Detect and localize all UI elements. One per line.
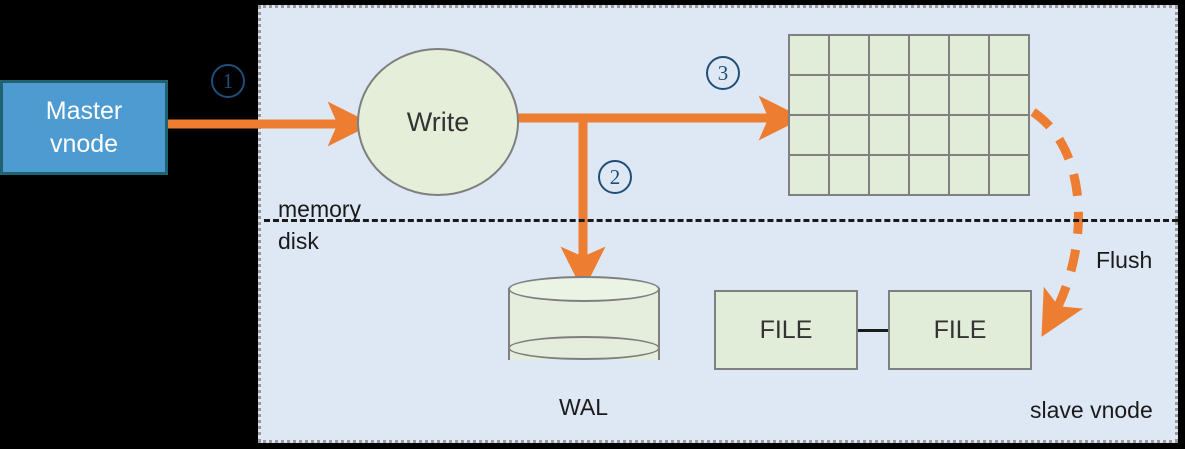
wal-cylinder[interactable] (508, 276, 660, 372)
file-box-2[interactable]: FILE (888, 290, 1032, 370)
step-badge-3: 3 (706, 56, 740, 90)
step-badge-1: 1 (211, 64, 245, 98)
file-box-2-label: FILE (933, 315, 987, 344)
memory-disk-divider (264, 219, 1178, 222)
memtable-cell (910, 76, 948, 114)
memtable-cell (990, 76, 1028, 114)
memtable-cell (990, 36, 1028, 74)
memtable-cell (950, 156, 988, 194)
memtable-cell (790, 156, 828, 194)
memtable-cell (830, 76, 868, 114)
master-vnode-box[interactable]: Master vnode (0, 80, 168, 175)
memtable-cell (990, 156, 1028, 194)
memtable-cell (790, 116, 828, 154)
memtable-cell (990, 116, 1028, 154)
memtable-cell (950, 116, 988, 154)
file-box-1[interactable]: FILE (714, 290, 858, 370)
step-badge-2: 2 (598, 160, 632, 194)
flush-label: Flush (1096, 247, 1153, 273)
memtable-cell (830, 156, 868, 194)
write-node-label: Write (406, 106, 470, 137)
wal-label: WAL (559, 394, 608, 420)
disk-label: disk (278, 228, 319, 254)
memtable-cell (910, 116, 948, 154)
memtable-cell (790, 76, 828, 114)
memtable-cell (950, 76, 988, 114)
memtable-cell (870, 36, 908, 74)
memtable-cell (870, 76, 908, 114)
memtable-grid (788, 34, 1030, 196)
memtable-cell (950, 36, 988, 74)
memtable-cell (830, 116, 868, 154)
wal-cylinder-top (508, 276, 660, 302)
wal-cylinder-bottom (508, 336, 660, 360)
master-vnode-label-line1: Master (45, 96, 123, 125)
master-vnode-label-line2: vnode (49, 129, 119, 158)
memtable-cell (830, 36, 868, 74)
memtable-cell (910, 156, 948, 194)
file-box-1-label: FILE (759, 315, 813, 344)
write-node[interactable]: Write (357, 48, 519, 196)
memtable-cell (870, 116, 908, 154)
memtable-cell (790, 36, 828, 74)
memory-label: memory (278, 196, 362, 222)
slave-vnode-label: slave vnode (1030, 397, 1153, 423)
file-connector-line (858, 329, 888, 332)
memtable-cell (910, 36, 948, 74)
memtable-cell (870, 156, 908, 194)
